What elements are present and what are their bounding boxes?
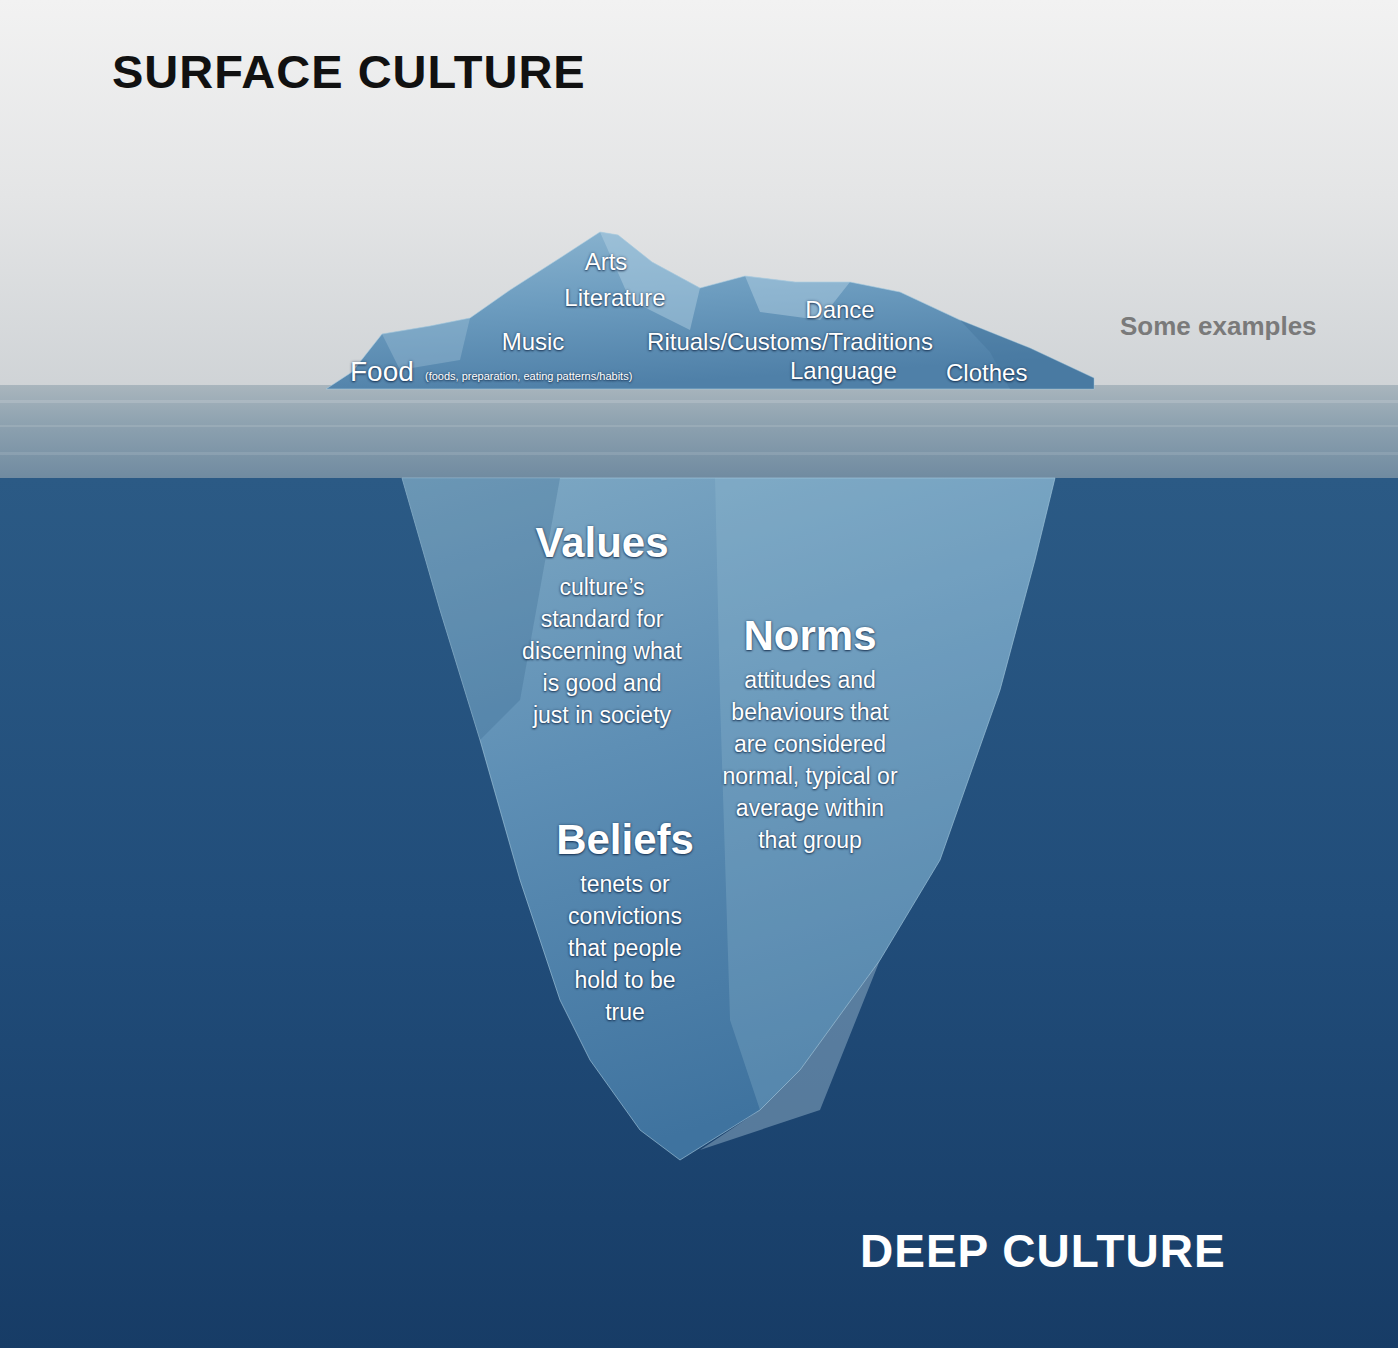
ice-facet bbox=[600, 232, 700, 330]
heading-text: Values bbox=[535, 520, 668, 566]
iceberg-outline bbox=[398, 476, 1060, 1166]
ice-body bbox=[326, 232, 1094, 389]
example-text: Food bbox=[350, 357, 414, 388]
ice-facet bbox=[700, 960, 880, 1150]
title-text: SURFACE CULTURE bbox=[112, 44, 586, 99]
ice-facet bbox=[402, 478, 560, 740]
ice-facet bbox=[715, 478, 1055, 1110]
section-label: DEEP CULTURE bbox=[860, 1224, 1226, 1278]
description-text: attitudes and behaviours that are consid… bbox=[722, 664, 898, 856]
example-text: Clothes bbox=[946, 360, 1027, 386]
example-text: Literature bbox=[564, 285, 665, 311]
ice-body bbox=[402, 478, 1055, 1160]
heading-text: Beliefs bbox=[556, 817, 694, 863]
example-text: Arts bbox=[585, 249, 628, 275]
iceberg-submerged: Values culture’s standard for discerning … bbox=[398, 476, 1060, 1166]
description-text: tenets or convictions that people hold t… bbox=[552, 868, 698, 1028]
side-note: Some examples bbox=[1120, 311, 1317, 342]
example-text: Rituals/Customs/Traditions bbox=[647, 329, 933, 355]
example-text: Music bbox=[502, 329, 565, 355]
description-text: culture’s standard for discerning what i… bbox=[522, 571, 682, 731]
iceberg-tip: ArtsLiterature DanceMusic Rituals/Customs/… bbox=[322, 228, 1098, 394]
example-text: (foods, preparation, eating patterns/hab… bbox=[425, 370, 632, 382]
heading-text: Norms bbox=[743, 613, 876, 659]
example-text: Dance bbox=[805, 297, 874, 323]
example-text: Language bbox=[790, 358, 897, 384]
